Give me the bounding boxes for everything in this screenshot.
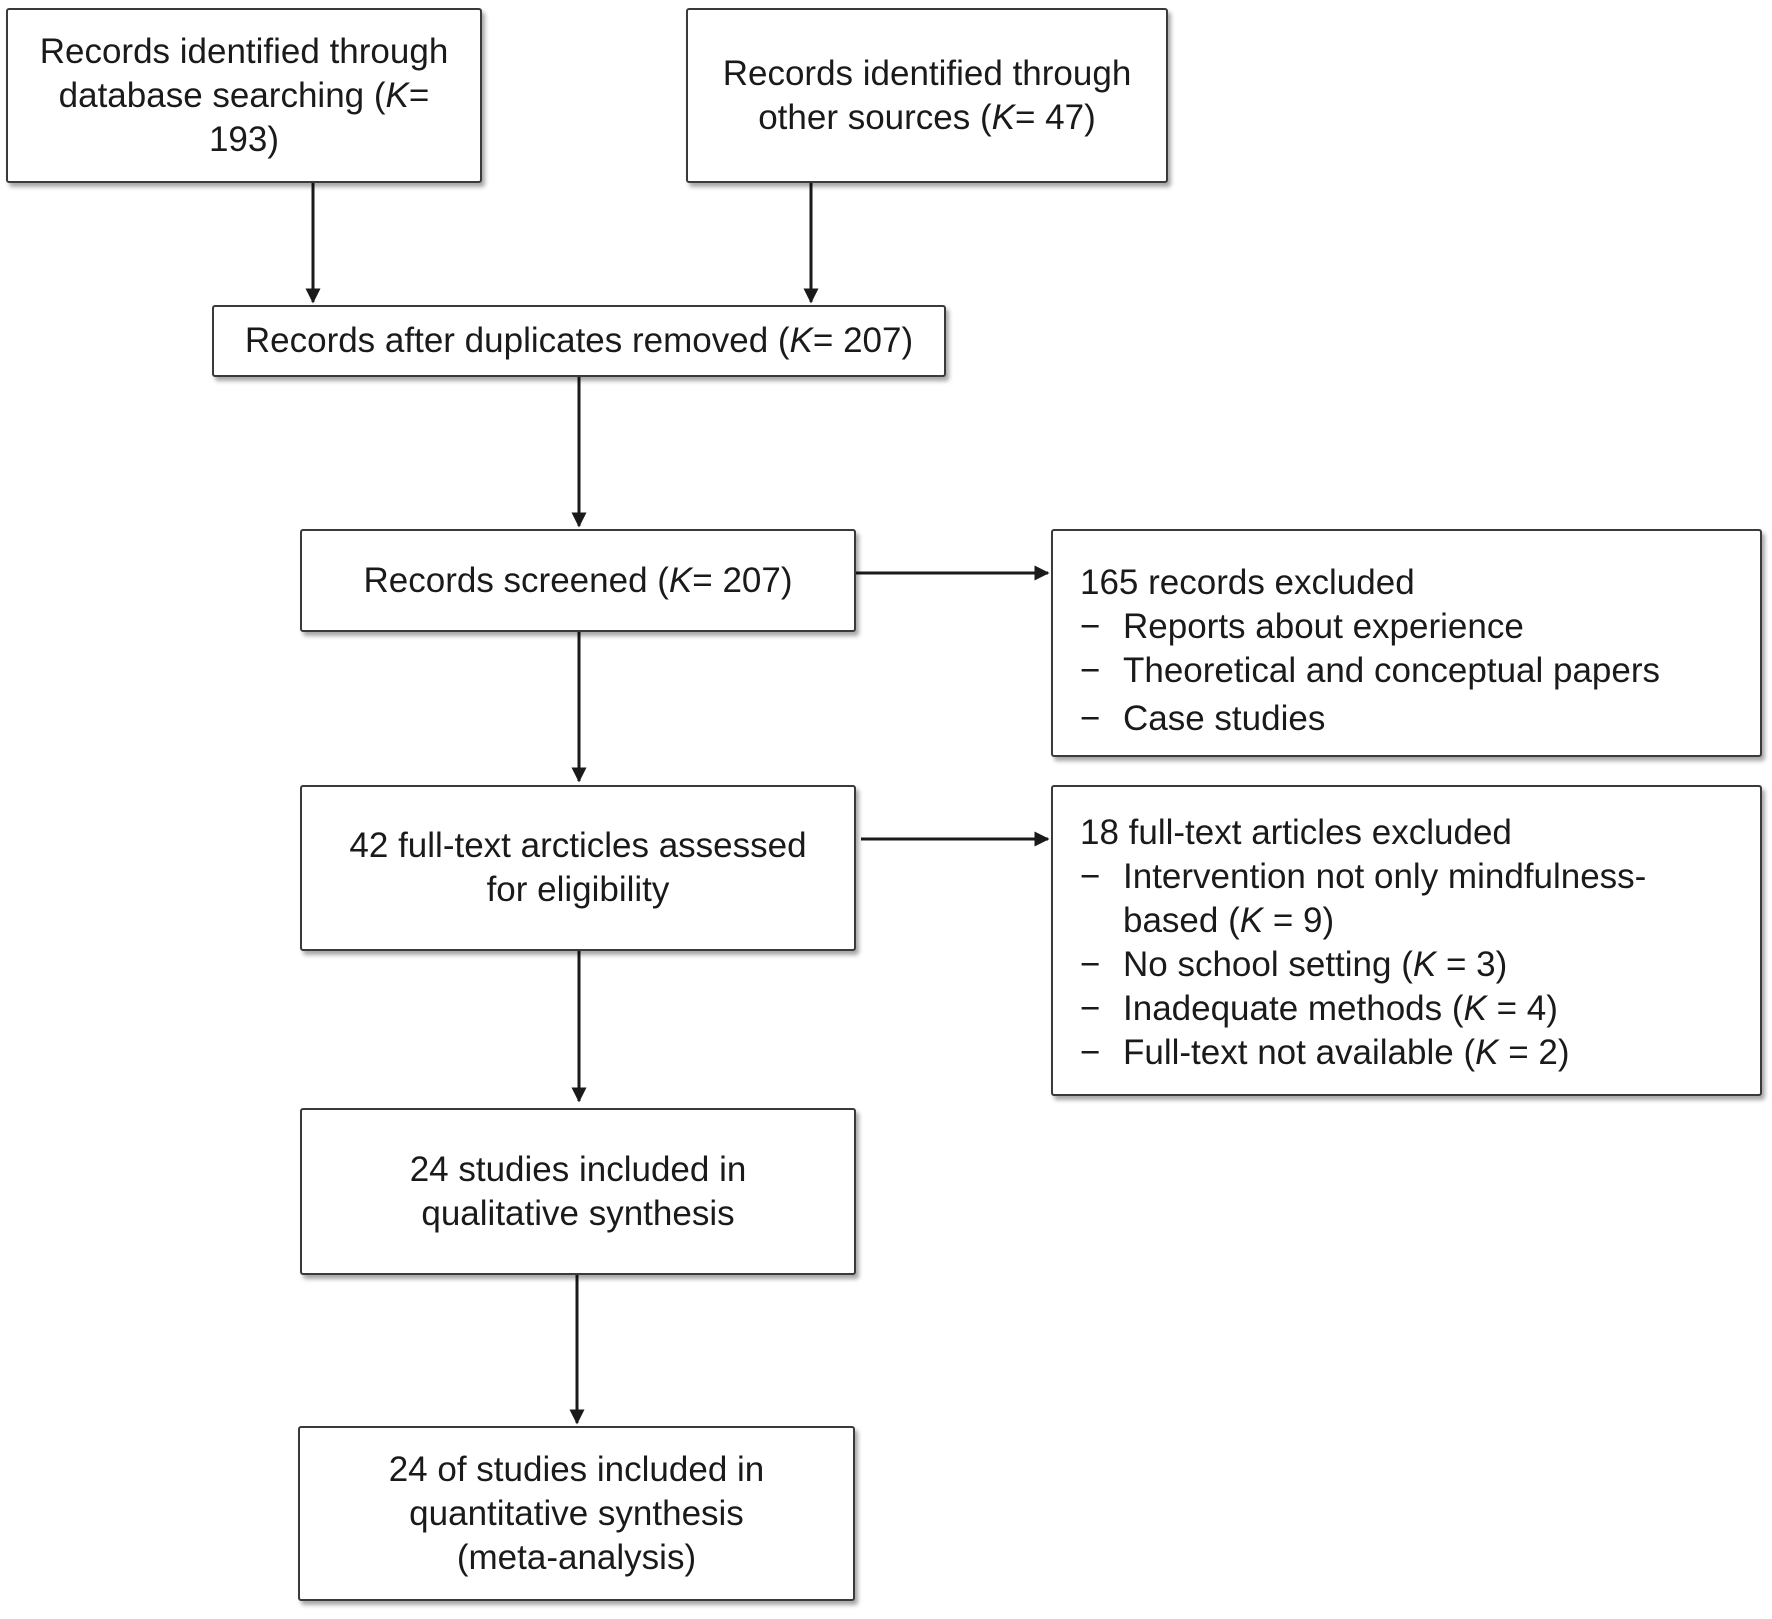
k-symbol: K (1239, 901, 1264, 940)
quantitative-synthesis-box: 24 of studies included in quantitative s… (298, 1426, 855, 1601)
dash-bullet: − (1080, 989, 1101, 1028)
dash-bullet: − (1080, 699, 1101, 738)
qualitative-synthesis-box: 24 studies included in qualitative synth… (300, 1108, 856, 1275)
other-sources-text-post: = 47) (1015, 97, 1096, 137)
dash-bullet: − (1080, 857, 1101, 896)
excluded-articles-item-count: = 4) (1486, 989, 1558, 1028)
excluded-records-item: Theoretical and conceptual papers (1123, 651, 1661, 690)
k-symbol: K (668, 560, 693, 600)
duplicates-removed-label: Records after duplicates removed (K= 207… (245, 319, 913, 363)
database-records-text-pre: Records identified through database sear… (39, 31, 449, 115)
other-sources-label: Records identified through other sources… (717, 52, 1137, 140)
excluded-records-box: 165 records excluded −Reports about expe… (1051, 529, 1762, 757)
excluded-records-title: 165 records excluded (1080, 563, 1415, 602)
excluded-articles-item-count: = 3) (1436, 945, 1508, 984)
quantitative-synthesis-label: 24 of studies included in quantitative s… (388, 1449, 765, 1577)
excluded-records-item: Case studies (1123, 699, 1326, 738)
excluded-articles-item-count: = 2) (1498, 1033, 1570, 1072)
duplicates-removed-text-post: = 207) (812, 321, 914, 360)
k-symbol: K (1463, 989, 1487, 1028)
fulltext-assessed-label: 42 full-text arcticles assessed for elig… (349, 826, 807, 909)
k-symbol: K (789, 321, 813, 360)
records-screened-box: Records screened (K= 207) (300, 529, 856, 632)
fulltext-assessed-box: 42 full-text arcticles assessed for elig… (300, 785, 856, 951)
qualitative-synthesis-label: 24 studies included in qualitative synth… (409, 1149, 747, 1233)
excluded-articles-item-text: Full-text not available ( (1123, 1033, 1476, 1072)
list-item: −Intervention not only mindfulness-based… (1080, 855, 1663, 943)
dash-bullet: − (1080, 651, 1101, 690)
dash-bullet: − (1080, 945, 1101, 984)
list-item: −Case studies (1080, 697, 1740, 741)
k-symbol: K (991, 97, 1016, 137)
list-item: −Reports about experience (1080, 605, 1740, 649)
excluded-articles-list: −Intervention not only mindfulness-based… (1080, 855, 1740, 1075)
k-symbol: K (385, 75, 409, 115)
excluded-articles-box: 18 full-text articles excluded −Interven… (1051, 785, 1762, 1096)
other-sources-text-pre: Records identified through other sources… (722, 53, 1132, 137)
excluded-articles-item-text: Intervention not only mindfulness-based … (1123, 857, 1647, 940)
database-records-label: Records identified through database sear… (34, 30, 454, 162)
dash-bullet: − (1080, 607, 1101, 646)
records-screened-text-pre: Records screened ( (363, 560, 669, 600)
excluded-articles-item-text: No school setting ( (1123, 945, 1413, 984)
records-screened-text-post: = 207) (692, 560, 793, 600)
list-item: −Inadequate methods (K = 4) (1080, 987, 1740, 1031)
dash-bullet: − (1080, 1033, 1101, 1072)
excluded-records-list: −Reports about experience −Theoretical a… (1080, 605, 1740, 741)
excluded-articles-title: 18 full-text articles excluded (1080, 813, 1512, 852)
records-screened-label: Records screened (K= 207) (364, 559, 793, 603)
excluded-articles-item-count: = 9) (1263, 901, 1335, 940)
excluded-records-item: Reports about experience (1123, 607, 1524, 646)
k-symbol: K (1412, 945, 1437, 984)
excluded-articles-item-text: Inadequate methods ( (1123, 989, 1464, 1028)
list-item: −Full-text not available (K = 2) (1080, 1031, 1740, 1075)
k-symbol: K (1475, 1033, 1499, 1072)
list-item: −No school setting (K = 3) (1080, 943, 1740, 987)
duplicates-removed-text-pre: Records after duplicates removed ( (244, 321, 790, 360)
list-item: −Theoretical and conceptual papers (1080, 649, 1740, 693)
database-records-text-post: = 193) (208, 75, 430, 159)
duplicates-removed-box: Records after duplicates removed (K= 207… (212, 305, 946, 377)
database-records-box: Records identified through database sear… (6, 8, 482, 183)
other-sources-box: Records identified through other sources… (686, 8, 1168, 183)
